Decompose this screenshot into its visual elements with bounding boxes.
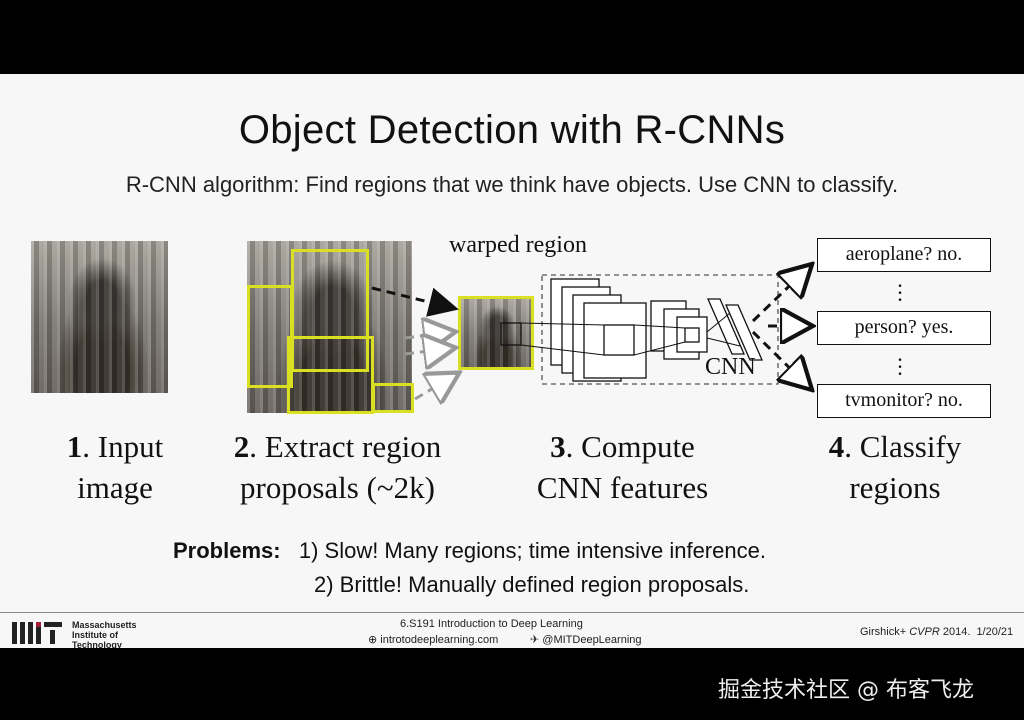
cnn-label: CNN — [705, 354, 756, 380]
step-4-label: 4. Classify regions — [828, 429, 962, 505]
course-twitter[interactable]: ✈ @MITDeepLearning — [530, 634, 642, 646]
mit-logo-icon — [12, 622, 62, 644]
slide: Object Detection with R-CNNs R-CNN algor… — [0, 74, 1024, 648]
proposal-box-small — [372, 383, 414, 413]
step-2-label: 2. Extract region proposals (~2k) — [233, 429, 442, 505]
rcnn-diagram — [371, 74, 1024, 648]
arrow-proposal-mid2 — [404, 348, 453, 354]
course-website[interactable]: ⊕ introtodeeplearning.com — [368, 634, 499, 646]
fc-layer-1 — [707, 298, 745, 355]
slide-subtitle: R-CNN algorithm: Find regions that we th… — [125, 172, 899, 197]
arrow-proposal-mid — [404, 332, 453, 338]
step-3-label: 3. Compute CNN features — [536, 429, 709, 505]
feature-kernel-2 — [684, 327, 700, 343]
problem-2: 2) Brittle! Manually defined region prop… — [314, 572, 750, 597]
class-tvmonitor: tvmonitor? no. — [817, 384, 991, 418]
citation: Girshick+ CVPR 2014. 1/20/21 — [860, 626, 1014, 638]
feature-kernel-1 — [603, 324, 635, 356]
proposal-box-horse — [287, 336, 374, 414]
arrow-class-aeroplane — [751, 266, 810, 323]
step-1-label: 1. Input image — [66, 429, 164, 505]
institute-name: Massachusetts Institute of Technology — [72, 620, 137, 648]
ellipsis-dots-1: ··· — [896, 273, 904, 312]
class-person: person? yes. — [817, 311, 991, 345]
ellipsis-dots-2: ··· — [896, 347, 904, 386]
footer-divider — [0, 612, 1024, 613]
class-aeroplane: aeroplane? no. — [817, 238, 991, 272]
course-title: 6.S191 Introduction to Deep Learning — [400, 618, 583, 630]
warped-region-label: warped region — [449, 232, 587, 258]
feature-map-7 — [676, 316, 708, 353]
warped-region-image — [461, 298, 531, 368]
cnn-container — [541, 274, 779, 385]
slide-title: Object Detection with R-CNNs — [238, 108, 786, 152]
arrow-proposal-bottom — [414, 374, 457, 399]
twitter-icon: ✈ — [530, 634, 540, 646]
watermark: 掘金技术社区 @ 布客飞龙 — [718, 678, 974, 703]
input-image — [31, 241, 168, 393]
arrow-proposal-top — [371, 286, 459, 317]
globe-icon: ⊕ — [368, 634, 378, 646]
problems-label: Problems: — [173, 538, 281, 563]
problems-block: Problems: 1) Slow! Many regions; time in… — [173, 534, 766, 602]
fc-layer-2 — [725, 304, 763, 361]
arrow-class-tvmonitor — [751, 330, 810, 388]
problem-1: 1) Slow! Many regions; time intensive in… — [298, 538, 766, 563]
